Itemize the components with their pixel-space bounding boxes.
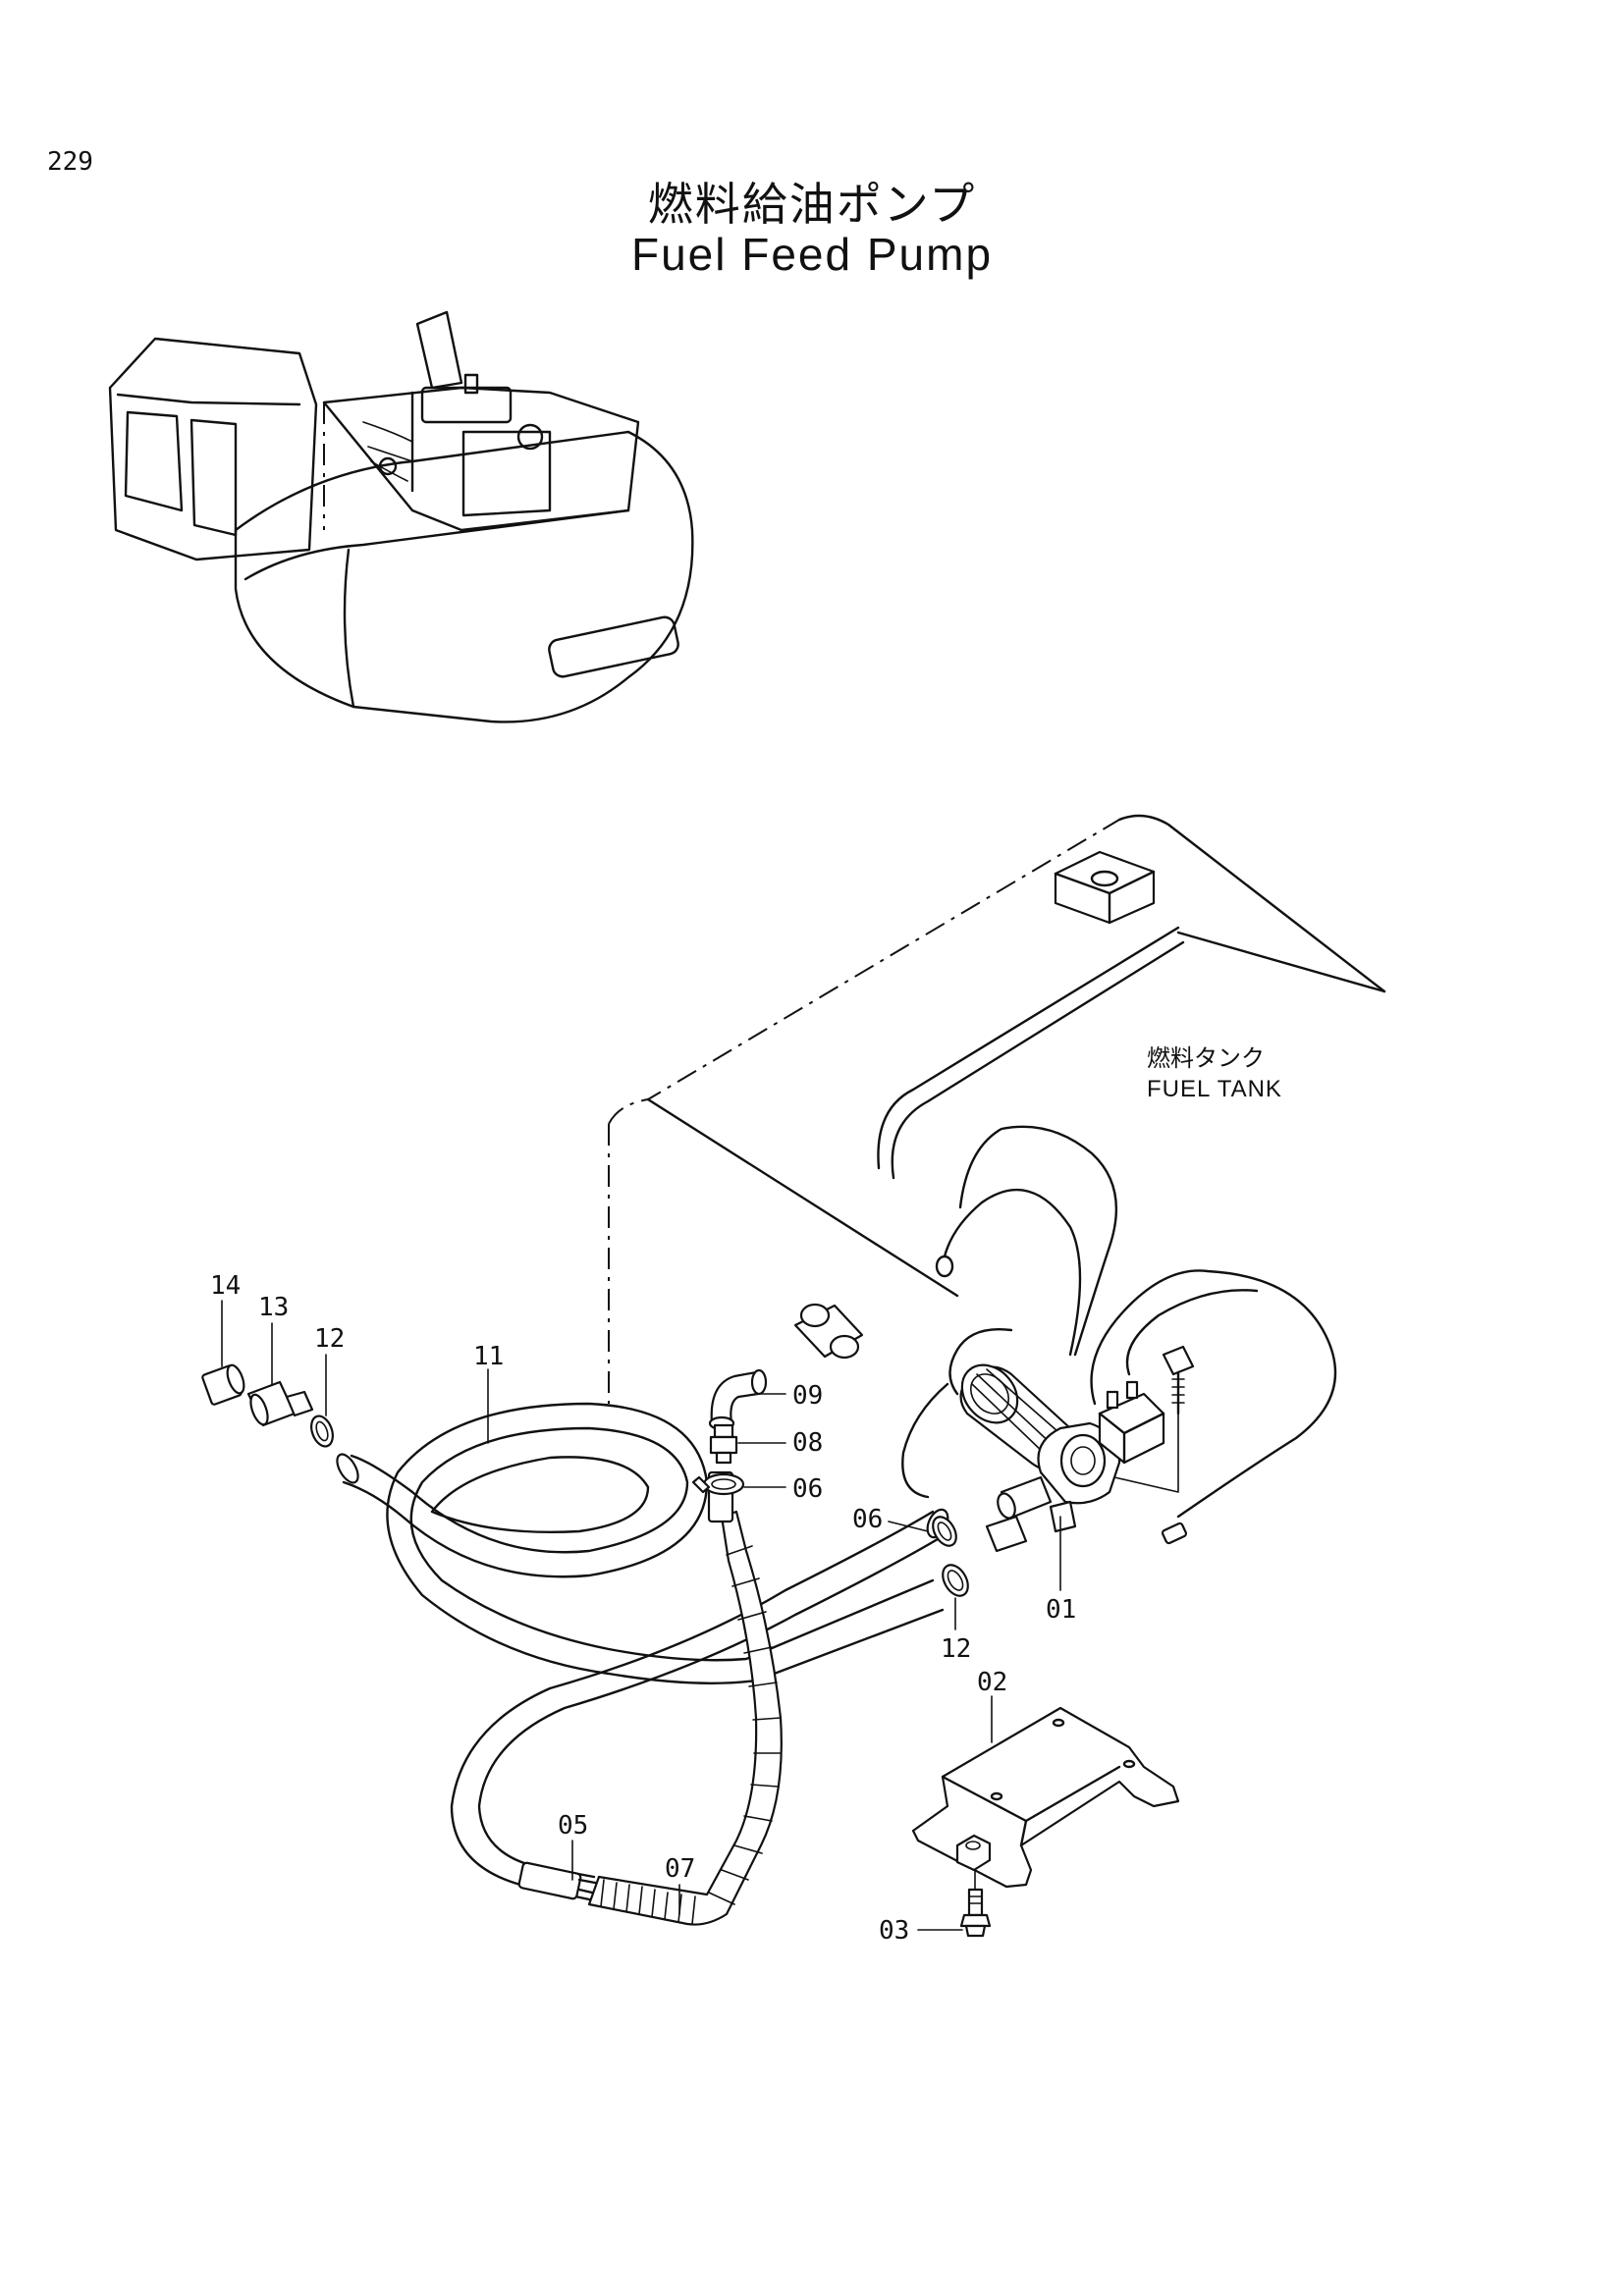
fuel-tank-label-english: FUEL TANK — [1147, 1076, 1282, 1102]
callout-11: 11 — [473, 1342, 504, 1371]
pump-01 — [901, 1125, 1337, 1553]
callout-05: 05 — [558, 1811, 588, 1841]
callout-08: 08 — [792, 1428, 823, 1458]
fuel-tank-label-japanese: 燃料タンク — [1147, 1044, 1265, 1072]
hose-11 — [336, 1402, 945, 1684]
nipple-08 — [709, 1423, 738, 1465]
callout-02: 02 — [977, 1668, 1007, 1697]
title-japanese: 燃料給油ポンプ — [647, 178, 977, 231]
bolt-03 — [959, 1869, 992, 1938]
clamp-12-right — [942, 1564, 969, 1597]
callout-06-right: 06 — [852, 1505, 883, 1534]
callout-07: 07 — [665, 1854, 695, 1884]
callout-03: 03 — [879, 1916, 909, 1946]
bracket-02 — [911, 1706, 1180, 1889]
callout-12-right: 12 — [941, 1634, 971, 1664]
hose-05 — [450, 1508, 949, 1906]
title-english: Fuel Feed Pump — [630, 229, 994, 280]
callout-09: 09 — [792, 1381, 823, 1411]
bolt-top — [1113, 1345, 1195, 1493]
nozzle-07 — [587, 1470, 783, 1926]
fuel-tank-outline — [608, 814, 1386, 1404]
callout-13: 13 — [258, 1293, 289, 1322]
callout-12-left: 12 — [314, 1324, 345, 1354]
bushing — [793, 1303, 864, 1360]
clamp-06-top — [691, 1472, 745, 1496]
excavator-overview-drawing — [108, 310, 694, 723]
callout-06-top: 06 — [792, 1474, 823, 1504]
clamp-12-left — [310, 1415, 334, 1448]
page-number: 229 — [47, 147, 93, 177]
callout-01: 01 — [1046, 1595, 1076, 1625]
clamp-06-right — [932, 1516, 957, 1547]
nipple-13 — [246, 1380, 314, 1427]
leader-lines — [221, 1300, 1061, 1931]
cap-14 — [201, 1363, 245, 1406]
wire-terminal — [1161, 1522, 1188, 1545]
elbow-09 — [708, 1368, 768, 1431]
callout-14: 14 — [210, 1271, 241, 1301]
